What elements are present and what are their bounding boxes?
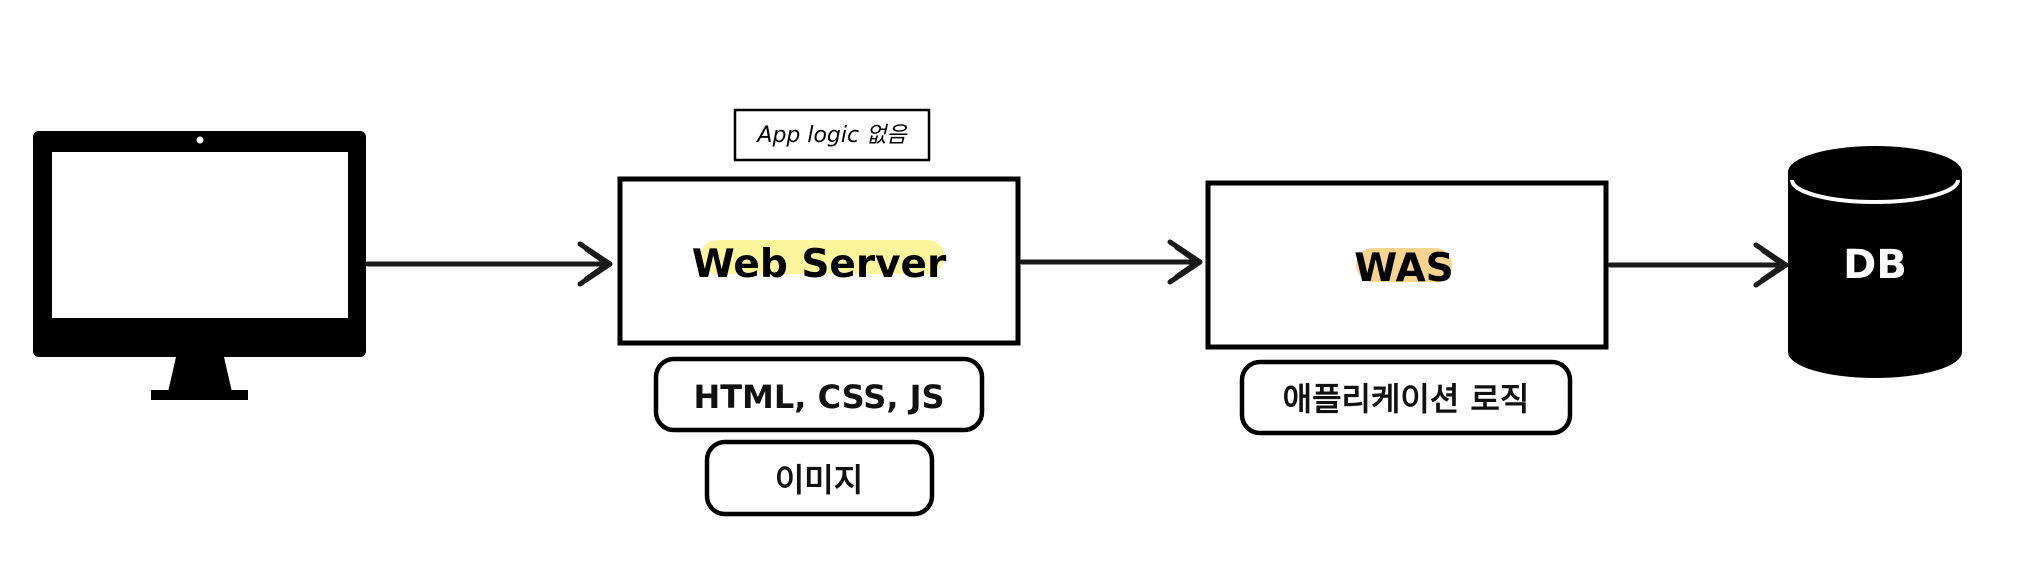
arrow-client-to-webserver [365,241,613,287]
was-tag-app-logic-text: 애플리케이션 로직 [1283,380,1530,418]
web-server-tag-html: HTML, CSS, JS [653,356,985,433]
was-highlight [1356,248,1452,282]
app-logic-note-text: App logic 없음 [755,123,908,148]
web-server-tag-image-text: 이미지 [775,461,863,499]
arrow-was-to-db [1607,242,1789,288]
was-tag-app-logic: 애플리케이션 로직 [1239,359,1573,436]
computer-monitor-icon [33,131,366,400]
arrow-webserver-to-was [1019,239,1203,285]
database-icon: DB [1788,146,1962,378]
web-server-label: Web Server [692,242,947,287]
web-server-highlight [700,240,944,274]
web-server-tag-html-text: HTML, CSS, JS [693,378,944,416]
app-logic-note: App logic 없음 [733,108,931,162]
was-box: WAS [1205,180,1609,350]
web-server-tag-image: 이미지 [704,439,935,517]
db-label: DB [1843,242,1907,288]
web-server-box: Web Server [617,176,1021,346]
was-label: WAS [1354,246,1454,291]
